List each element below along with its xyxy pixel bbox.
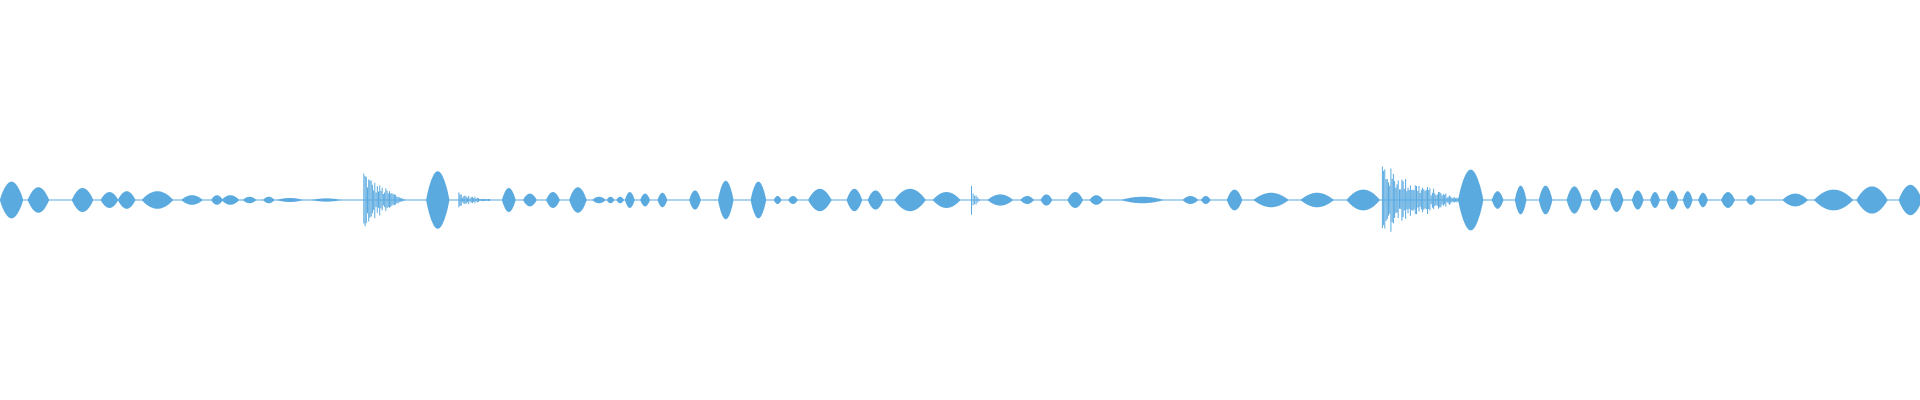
waveform-blob <box>750 181 767 219</box>
waveform-blob <box>1814 189 1853 211</box>
waveform-blob <box>788 196 798 204</box>
waveform-blob <box>689 190 701 210</box>
waveform-blob <box>592 196 606 204</box>
waveform-blob <box>894 188 926 212</box>
waveform-blob <box>1040 194 1053 206</box>
waveform-blob <box>773 196 782 204</box>
waveform-blob <box>1856 186 1888 214</box>
waveform-blob <box>263 196 275 204</box>
waveform-blob <box>27 187 49 213</box>
waveform-blob <box>1538 185 1553 215</box>
waveform-blob <box>1698 192 1708 208</box>
waveform-blob <box>1682 191 1693 209</box>
waveform-blob <box>1346 189 1380 211</box>
waveform-blob <box>1589 189 1602 211</box>
waveform-blob <box>142 191 173 209</box>
waveform-blob <box>0 181 23 219</box>
waveform-blob <box>1121 196 1164 204</box>
waveform-blob <box>311 198 342 202</box>
waveform-blob <box>657 192 668 208</box>
waveform-blob <box>569 187 587 213</box>
waveform-blob <box>987 194 1013 206</box>
waveform-burst <box>458 192 491 208</box>
waveform-blob <box>1020 196 1034 204</box>
waveform-blob <box>1067 192 1083 208</box>
waveform-blob <box>100 192 119 208</box>
waveform-blob <box>1089 195 1103 205</box>
waveform-blob <box>1782 193 1808 207</box>
waveform-blob <box>933 192 960 208</box>
waveform-blob <box>640 193 650 207</box>
waveform-blob <box>846 188 863 212</box>
waveform-blob <box>1609 188 1624 212</box>
waveform-blob <box>808 188 832 212</box>
waveform-blob <box>718 180 734 220</box>
waveform-blob <box>1650 192 1660 208</box>
waveform-blob <box>502 188 516 212</box>
waveform-blob <box>118 191 136 209</box>
waveform-burst <box>971 186 980 215</box>
waveform-blob <box>72 188 94 212</box>
waveform-blob <box>1514 185 1527 215</box>
waveform-blob <box>1746 195 1756 205</box>
waveform-burst <box>1381 166 1460 232</box>
waveform-blob <box>1491 191 1504 209</box>
waveform-blob <box>546 192 560 208</box>
waveform-blob <box>616 196 624 204</box>
waveform-blob <box>1721 192 1735 208</box>
waveform-blob <box>1253 192 1289 208</box>
waveform-blob <box>242 196 257 204</box>
waveform-blob <box>1666 190 1679 210</box>
waveform-blob <box>1632 190 1644 210</box>
waveform-blob <box>1182 196 1199 204</box>
waveform-blob <box>1458 169 1484 231</box>
waveform-blob <box>1898 184 1920 216</box>
waveform-blob <box>276 198 304 202</box>
waveform-blob <box>1201 196 1211 204</box>
waveform-shapes <box>0 166 1920 232</box>
waveform-blob <box>1566 186 1583 214</box>
waveform-blob <box>221 195 239 205</box>
waveform-blob <box>606 196 615 204</box>
waveform-blob <box>211 195 223 205</box>
waveform-blob <box>625 192 635 208</box>
waveform-blob <box>426 171 450 229</box>
waveform-blob <box>181 195 203 205</box>
waveform-blob <box>1300 192 1334 208</box>
waveform-burst <box>363 173 405 227</box>
waveform-blob <box>867 190 884 210</box>
waveform-blob <box>1226 189 1243 211</box>
waveform-blob <box>523 193 537 207</box>
